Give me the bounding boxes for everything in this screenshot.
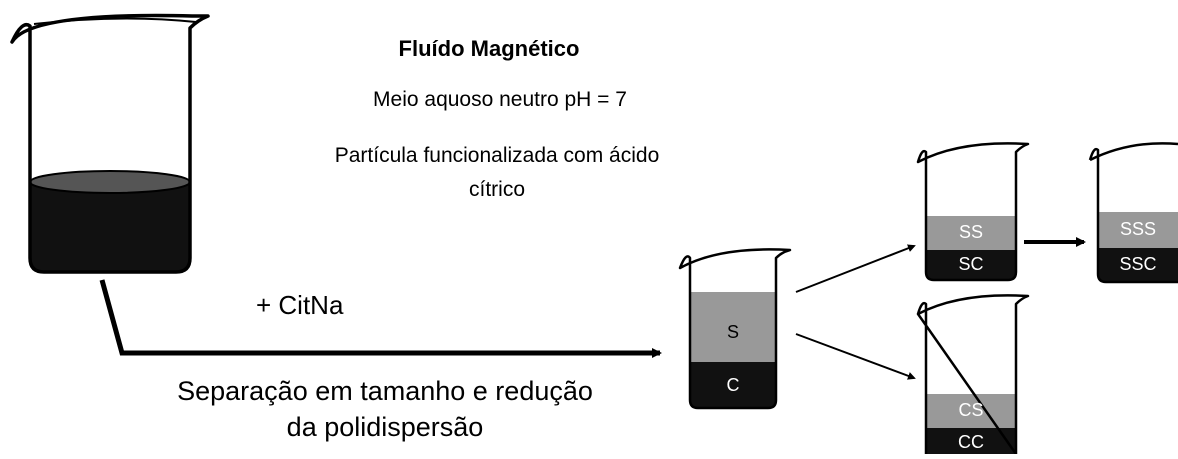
beaker-first-outline [678, 248, 792, 410]
beaker-lower-outline [916, 294, 1030, 456]
label-cc: CC [958, 432, 984, 452]
beaker-upper-layer-bottom [926, 250, 1016, 280]
branch-arrow-down [795, 333, 916, 380]
beaker-lower [916, 294, 1030, 456]
label-ss: SS [958, 222, 984, 242]
functionalization-line-2: cítrico [468, 178, 526, 201]
large-beaker-liquid-surface [29, 170, 191, 194]
beaker-upper-layer-top [926, 216, 1016, 250]
label-cs: CS [958, 400, 984, 420]
label-sc: SC [958, 254, 984, 274]
label-c: C [726, 375, 740, 395]
branch-arrow-up [795, 244, 916, 293]
beaker-first-layer-bottom [690, 362, 776, 408]
condition-line: Meio aquoso neutro pH = 7 [373, 88, 627, 111]
large-beaker-liquid [30, 182, 190, 272]
beaker-upper-right-layer-top [1098, 212, 1178, 248]
caption-line-1: Separação em tamanho e redução [177, 376, 593, 406]
beaker-lower-layer-top [926, 394, 1016, 428]
large-beaker [10, 13, 210, 274]
label-sss: SSS [1119, 219, 1157, 239]
reagent-label: + CitNa [256, 290, 344, 320]
beaker-upper-outline [916, 142, 1030, 282]
title: Fluído Magnético [398, 36, 580, 61]
functionalization-line: Partícula funcionalizada com ácido [334, 144, 660, 167]
caption-line-2: da polidispersão [286, 412, 484, 442]
beaker-upper-right-outline [1088, 142, 1178, 284]
main-arrow [99, 279, 662, 358]
beaker-upper [916, 142, 1030, 282]
label-ssc: SSC [1119, 254, 1157, 274]
large-beaker-outline [10, 13, 210, 274]
beaker-first-layer-top [690, 292, 776, 362]
label-s: S [726, 322, 740, 342]
beaker-upper-right-layer-bottom [1098, 248, 1178, 282]
beaker-upper-right [1088, 142, 1178, 284]
beaker-first [678, 248, 792, 410]
